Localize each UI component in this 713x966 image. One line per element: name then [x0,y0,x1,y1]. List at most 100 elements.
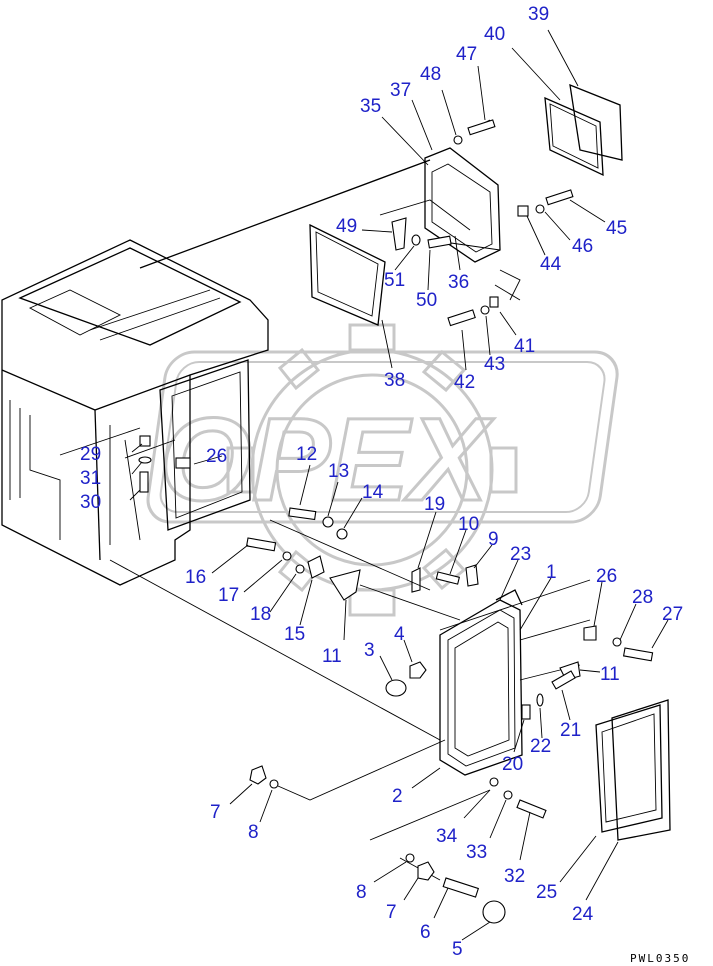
callout-28: 28 [632,587,653,608]
cab-washer-31 [138,456,152,464]
callout-20: 20 [502,754,523,775]
callout-4: 4 [394,624,405,645]
bracket-20 [521,704,531,720]
callout-25: 25 [536,882,557,903]
washer-17 [282,551,292,561]
washer-8b [405,853,415,863]
bolt-10 [435,571,461,585]
striker-26b [583,625,597,641]
callout-5: 5 [452,939,463,960]
cab-latch-29 [139,435,151,447]
callout-11-right: 11 [600,664,620,685]
callout-45: 45 [606,218,627,239]
callout-51: 51 [384,270,405,291]
washer-14 [336,528,348,540]
watermark-frame-outer [146,350,619,524]
callouts: 39 40 47 48 37 35 45 46 44 49 51 36 50 4… [80,4,683,960]
callout-33: 33 [466,842,487,863]
callout-7-upper: 7 [210,802,221,823]
seal-23 [495,589,523,606]
cab-body [1,239,269,586]
callout-37: 37 [390,80,411,101]
callout-30: 30 [80,492,101,513]
callout-31: 31 [80,468,101,489]
bolt-45 [545,189,574,206]
plate-15 [307,555,325,579]
callout-34: 34 [436,826,458,847]
window-seal-40 [544,96,604,177]
callout-22: 22 [530,736,551,757]
callout-8-upper: 8 [248,822,259,843]
bolt-42 [447,309,476,327]
callout-3: 3 [364,640,375,661]
nut-4 [409,661,427,679]
bolt-12 [288,507,317,521]
callout-29: 29 [80,444,101,465]
knob-3 [385,679,407,697]
bracket-41 [489,296,499,308]
bracket-11 [329,569,361,601]
upper-window-assembly [139,83,623,327]
nut-7a [249,765,267,785]
window-seal-38 [309,223,386,326]
middle-hardware [109,507,479,741]
callout-32: 32 [504,866,525,887]
washer-34 [489,777,499,787]
washer-8a [269,779,279,789]
door-glass-24 [611,699,671,841]
cab-bolt-30 [139,471,149,493]
callout-24: 24 [572,904,594,925]
callout-50: 50 [416,290,437,311]
washer-48 [453,135,463,145]
callout-18: 18 [250,604,271,625]
callout-13: 13 [328,461,349,482]
door-seal-25 [595,704,663,833]
callout-42: 42 [454,372,475,393]
callout-46: 46 [572,236,593,257]
bolt-47 [467,119,496,136]
callout-16: 16 [185,567,206,588]
watermark-text: OPEX [160,394,494,526]
callout-26-upper: 26 [206,446,227,467]
callout-39: 39 [528,4,549,25]
watermark: OPEX [146,323,619,617]
washer-46 [535,204,545,214]
callout-43: 43 [484,354,505,375]
callout-44: 44 [540,254,562,275]
callout-8-lower: 8 [356,882,367,903]
callout-11-left: 11 [322,646,342,667]
leader-lines [129,29,669,941]
callout-41: 41 [514,336,535,357]
washer-43 [480,305,490,315]
cab-striker-26 [175,457,191,469]
washer-22 [536,693,544,707]
callout-17: 17 [218,585,239,606]
latch-49 [391,217,407,251]
bracket-9 [465,564,479,587]
callout-12: 12 [296,444,317,465]
bolt-50 [427,235,452,249]
callout-21: 21 [560,720,581,741]
bracket-44 [517,205,529,217]
callout-1: 1 [546,562,557,583]
window-glass-39 [569,83,623,161]
drawing-code: PWL0350 [630,952,690,965]
callout-47: 47 [456,44,477,65]
door-assembly [249,579,671,924]
bolt-6 [442,877,480,898]
washer-13 [322,516,334,528]
callout-49: 49 [336,216,357,237]
callout-9: 9 [488,529,499,550]
callout-14: 14 [362,482,384,503]
callout-10: 10 [458,514,479,535]
callout-36: 36 [448,272,469,293]
washer-51 [411,234,421,246]
callout-26-lower: 26 [596,566,617,587]
callout-48: 48 [420,64,441,85]
washer-33 [503,790,513,800]
callout-40: 40 [484,24,505,45]
bolt-16 [245,537,277,552]
nut-7b [417,861,435,881]
callout-23: 23 [510,544,531,565]
